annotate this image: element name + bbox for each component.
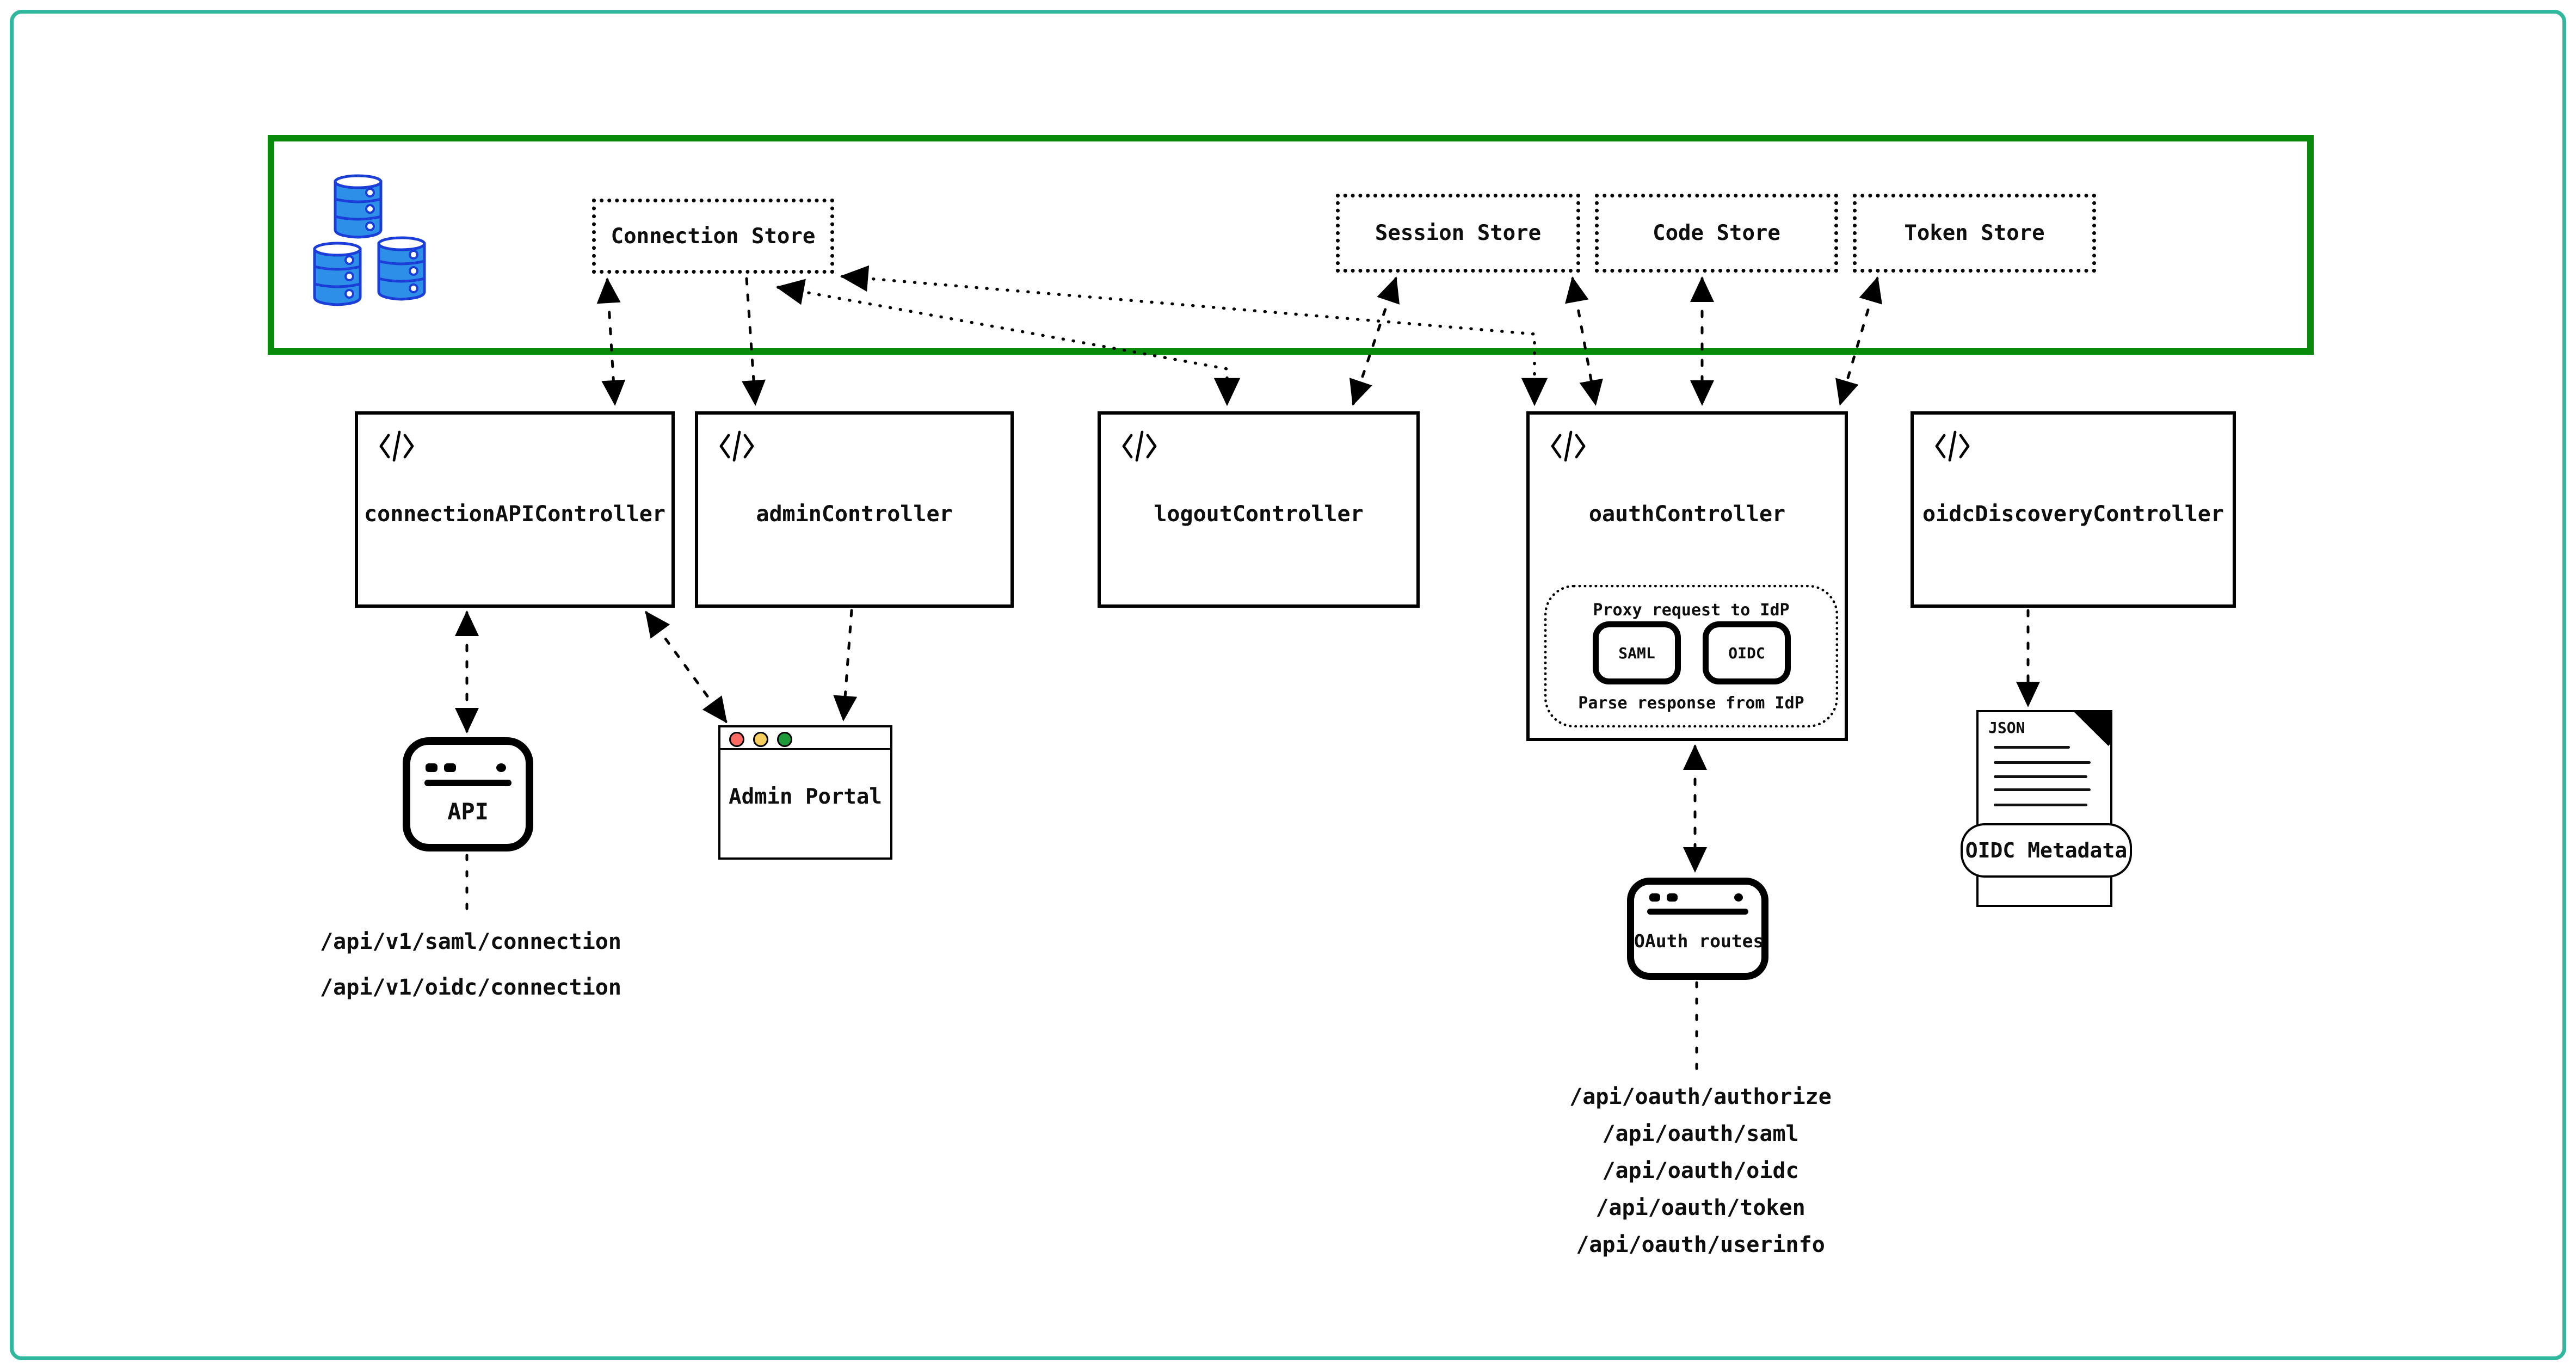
token-store-label: Token Store bbox=[1904, 221, 2045, 245]
oidc-protocol-box: OIDC bbox=[1703, 621, 1791, 684]
admin-portal-window: Admin Portal bbox=[718, 725, 892, 860]
oidc-label: OIDC bbox=[1728, 644, 1765, 662]
text-line bbox=[1994, 775, 2087, 778]
window-dot bbox=[1734, 893, 1743, 902]
oauth-controller: oauthController Proxy request to IdP SAM… bbox=[1526, 411, 1848, 741]
code-store: Code Store bbox=[1595, 194, 1838, 273]
session-store: Session Store bbox=[1336, 194, 1580, 273]
endpoint: /api/oauth/saml bbox=[1602, 1121, 1799, 1146]
oauth-routes-client: OAuth routes bbox=[1627, 878, 1768, 980]
code-slash-icon bbox=[1935, 430, 1970, 462]
connection-store-label: Connection Store bbox=[611, 224, 816, 249]
window-dot bbox=[496, 763, 506, 772]
window-dot bbox=[426, 763, 437, 772]
text-line bbox=[1994, 804, 2087, 806]
connection-api-controller: connectionAPIController bbox=[355, 411, 675, 608]
controller-label: oauthController bbox=[1588, 502, 1786, 527]
connection-api-endpoints: /api/v1/saml/connection /api/v1/oidc/con… bbox=[307, 929, 634, 1000]
controller-label: adminController bbox=[756, 502, 953, 527]
controller-label: oidcDiscoveryController bbox=[1922, 502, 2224, 527]
endpoint: /api/oauth/authorize bbox=[1569, 1084, 1832, 1109]
database-barrels-icon bbox=[313, 174, 426, 306]
logout-controller: logoutController bbox=[1098, 411, 1420, 608]
oauth-routes-label: OAuth routes bbox=[1634, 930, 1764, 952]
window-dot bbox=[1667, 893, 1678, 902]
oidc-metadata-badge: OIDC Metadata bbox=[1961, 823, 2132, 878]
window-bar bbox=[424, 780, 511, 786]
code-slash-icon bbox=[1551, 430, 1586, 462]
controller-label: logoutController bbox=[1154, 502, 1364, 527]
proxy-title: Proxy request to IdP bbox=[1593, 601, 1790, 620]
code-store-label: Code Store bbox=[1653, 221, 1780, 245]
window-bar bbox=[1647, 909, 1748, 915]
api-client: API bbox=[403, 737, 533, 851]
window-dot bbox=[444, 763, 456, 772]
code-slash-icon bbox=[719, 430, 754, 462]
code-slash-icon bbox=[1122, 430, 1157, 462]
admin-portal-label: Admin Portal bbox=[729, 785, 882, 809]
token-store: Token Store bbox=[1853, 194, 2096, 273]
saml-protocol-box: SAML bbox=[1593, 621, 1681, 684]
code-slash-icon bbox=[379, 430, 414, 462]
endpoint: /api/v1/saml/connection bbox=[320, 929, 621, 954]
file-type-label: JSON bbox=[1988, 719, 2025, 737]
portal-titlebar bbox=[720, 727, 890, 750]
idp-proxy-box: Proxy request to IdP SAML OIDC Parse res… bbox=[1544, 585, 1838, 727]
connection-store: Connection Store bbox=[592, 199, 834, 274]
saml-label: SAML bbox=[1618, 644, 1655, 662]
oidc-discovery-controller: oidcDiscoveryController bbox=[1911, 411, 2236, 608]
maximize-dot bbox=[777, 732, 792, 747]
text-line bbox=[1994, 761, 2091, 764]
close-dot bbox=[729, 732, 744, 747]
controller-label: connectionAPIController bbox=[364, 502, 665, 527]
endpoint: /api/v1/oidc/connection bbox=[320, 975, 621, 1000]
text-line bbox=[1994, 746, 2070, 749]
page-fold bbox=[2072, 710, 2112, 746]
proxy-footer: Parse response from IdP bbox=[1578, 694, 1804, 713]
api-label: API bbox=[447, 798, 489, 825]
oauth-endpoints: /api/oauth/authorize /api/oauth/saml /ap… bbox=[1562, 1084, 1839, 1257]
endpoint: /api/oauth/oidc bbox=[1602, 1158, 1799, 1183]
endpoint: /api/oauth/token bbox=[1595, 1195, 1805, 1220]
badge-label: OIDC Metadata bbox=[1965, 838, 2128, 862]
window-dot bbox=[1649, 893, 1660, 902]
outer-frame bbox=[10, 10, 2566, 1360]
endpoint: /api/oauth/userinfo bbox=[1576, 1232, 1825, 1257]
minimize-dot bbox=[753, 732, 768, 747]
text-line bbox=[1994, 788, 2091, 791]
admin-controller: adminController bbox=[695, 411, 1014, 608]
session-store-label: Session Store bbox=[1375, 221, 1542, 245]
